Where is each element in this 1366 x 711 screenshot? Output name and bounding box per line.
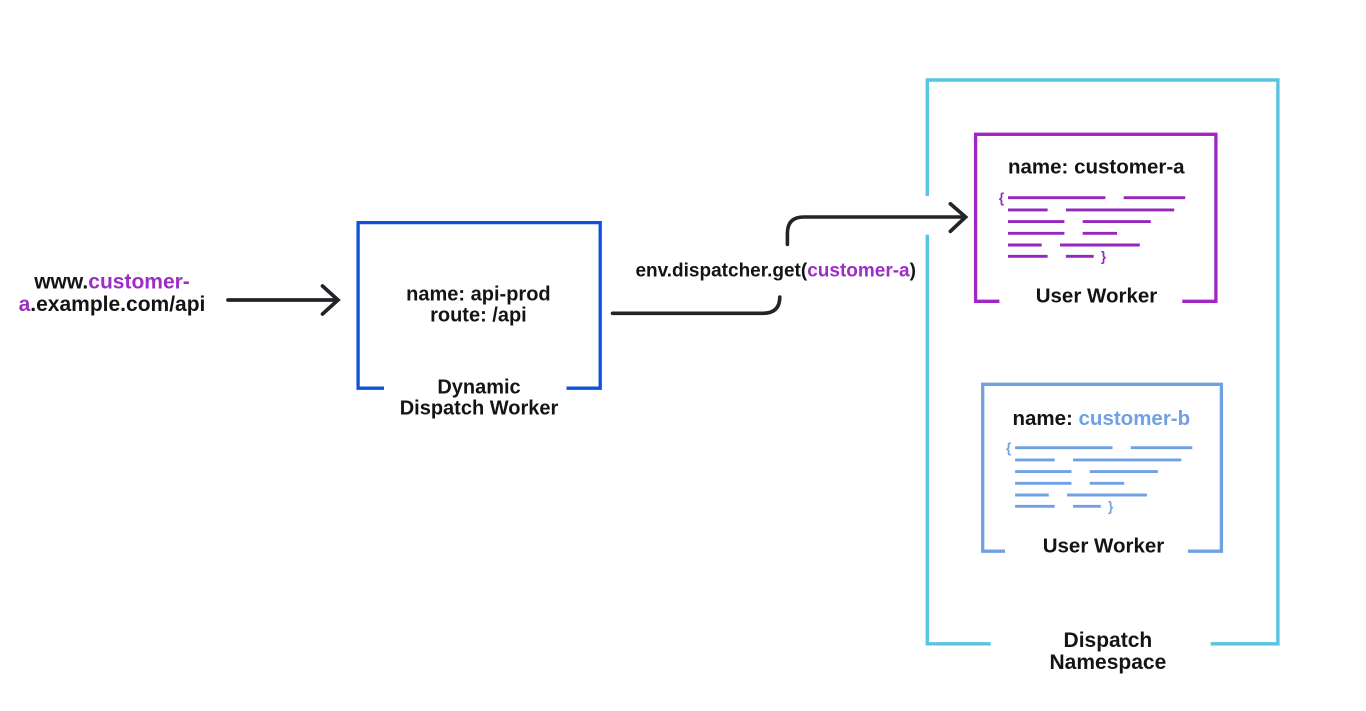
svg-text:Dispatch Worker: Dispatch Worker xyxy=(400,398,559,420)
svg-text:{: { xyxy=(999,191,1004,206)
svg-text:www.customer-: www.customer- xyxy=(33,271,190,294)
svg-text:name: customer-a: name: customer-a xyxy=(1008,156,1185,179)
svg-text:a.example.com/api: a.example.com/api xyxy=(19,293,206,316)
svg-text:route: /api: route: /api xyxy=(430,304,527,326)
svg-text:Dispatch: Dispatch xyxy=(1064,629,1153,652)
svg-text:}: } xyxy=(1101,249,1107,264)
svg-text:User Worker: User Worker xyxy=(1043,534,1165,557)
svg-text:User Worker: User Worker xyxy=(1036,285,1158,308)
svg-text:name: api-prod: name: api-prod xyxy=(406,283,550,305)
svg-text:name: customer-b: name: customer-b xyxy=(1012,407,1190,430)
svg-text:Dynamic: Dynamic xyxy=(437,376,520,398)
svg-text:env.dispatcher.get(customer-a): env.dispatcher.get(customer-a) xyxy=(635,260,916,281)
svg-text:}: } xyxy=(1108,499,1114,514)
svg-text:{: { xyxy=(1006,441,1011,456)
svg-text:Namespace: Namespace xyxy=(1050,651,1167,674)
